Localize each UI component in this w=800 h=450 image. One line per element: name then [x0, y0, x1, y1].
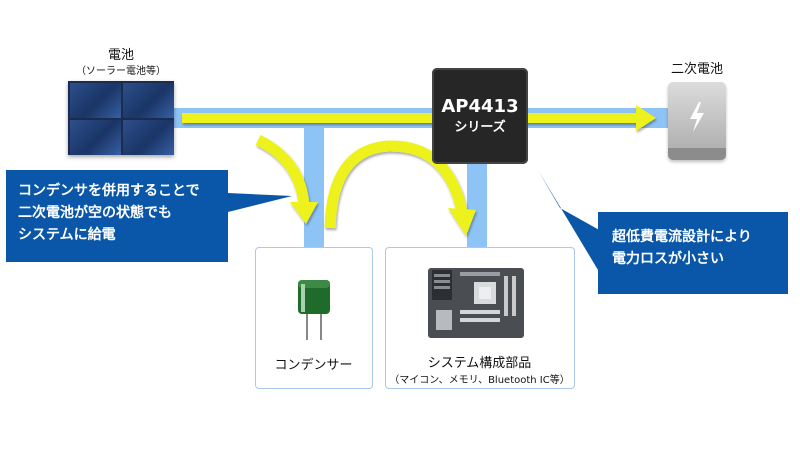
- callout-left: コンデンサを併用することで 二次電池が空の状態でも システムに給電: [6, 170, 228, 262]
- motherboard-icon: [428, 268, 524, 338]
- capacitor-bus-line: [304, 126, 324, 254]
- solar-panel-icon: [68, 81, 174, 155]
- callout-left-pointer: [228, 193, 292, 212]
- chip-series: シリーズ: [454, 120, 506, 135]
- capacitor-label: コンデンサー: [274, 358, 353, 373]
- callout-left-line-2: 二次電池が空の状態でも: [18, 205, 172, 221]
- system-label: システム構成部品: [427, 356, 532, 371]
- system-sublabel: （マイコン、メモリ、Bluetooth IC等）: [389, 375, 570, 386]
- callout-right: 超低費電流設計により 電力ロスが小さい: [598, 212, 788, 294]
- capacitor-to-system-arrow: [324, 140, 476, 236]
- callout-left-line-1: コンデンサを併用することで: [18, 183, 200, 199]
- battery-icon: [668, 82, 726, 160]
- callout-right-line-1: 超低費電流設計により: [612, 229, 752, 245]
- battery-source-title: 電池: [107, 48, 134, 63]
- main-flow-arrow: [182, 105, 656, 131]
- battery-source-subtitle: （ソーラー電池等）: [76, 66, 166, 77]
- callout-right-line-2: 電力ロスが小さい: [612, 251, 724, 267]
- system-box: システム構成部品 （マイコン、メモリ、Bluetooth IC等）: [385, 247, 575, 389]
- lightning-icon: [690, 102, 704, 132]
- callout-left-line-3: システムに給電: [18, 227, 116, 243]
- callout-right-pointer: [538, 170, 610, 270]
- charge-capacitor-arrow: [255, 135, 318, 224]
- secondary-battery-title: 二次電池: [670, 62, 723, 77]
- capacitor-icon: [298, 280, 330, 340]
- chip-name: AP4413: [441, 96, 519, 117]
- chip-icon: AP4413 シリーズ: [432, 68, 528, 164]
- system-bus-line: [467, 158, 487, 254]
- capacitor-box: コンデンサー: [255, 247, 373, 389]
